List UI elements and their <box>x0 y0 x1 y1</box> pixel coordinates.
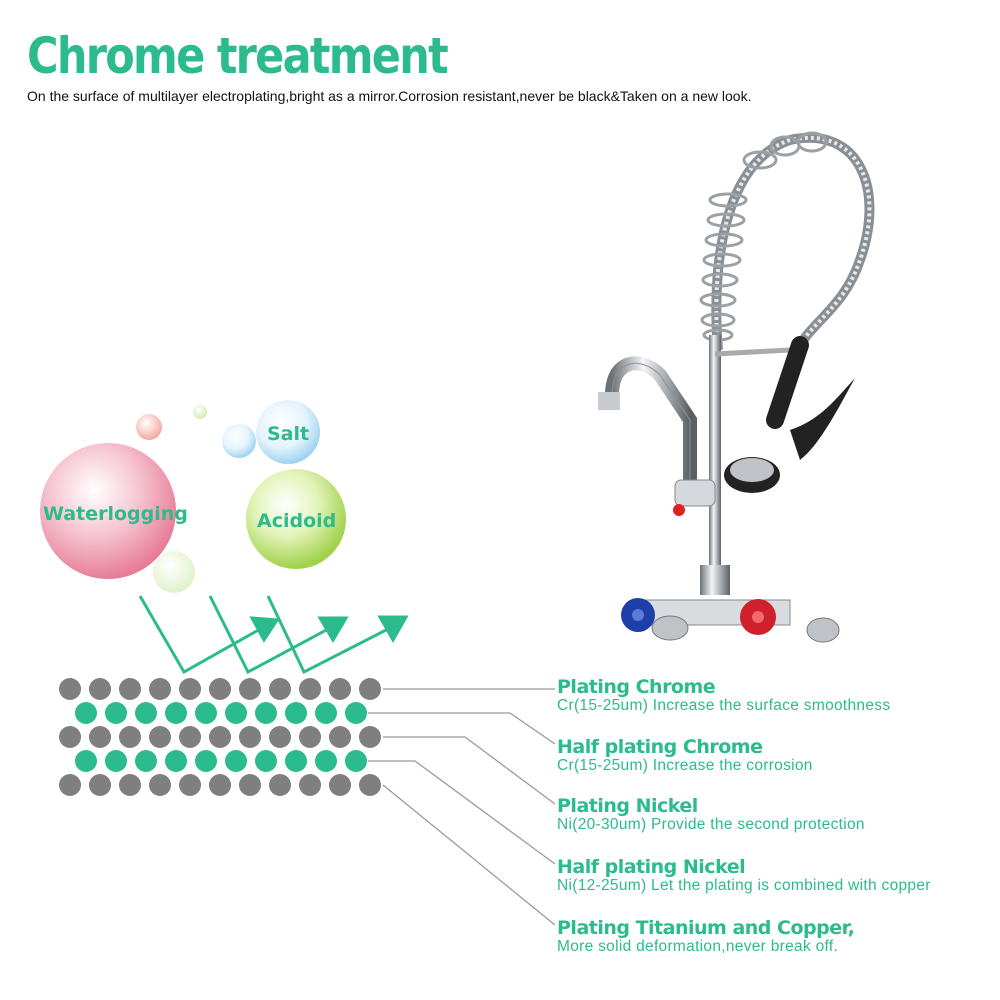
green-dot <box>75 750 97 772</box>
layer-title: Half plating Chrome <box>557 736 763 758</box>
small-bubble <box>136 414 162 440</box>
salt-label: Salt <box>267 423 310 445</box>
green-dot <box>315 750 337 772</box>
page-title: Chrome treatment <box>27 27 449 85</box>
gray-dot <box>209 678 231 700</box>
gray-dot <box>59 726 81 748</box>
layer-half-plating-nickel: Half plating Nickel Ni(12-25um) Let the … <box>557 857 931 895</box>
layer-desc: More solid deformation,never break off. <box>557 938 839 955</box>
green-dot <box>255 702 277 724</box>
gray-dot <box>269 774 291 796</box>
gray-dot <box>329 678 351 700</box>
gray-dot <box>329 774 351 796</box>
gray-dot <box>149 678 171 700</box>
gray-dot <box>149 774 171 796</box>
gray-dot <box>59 774 81 796</box>
green-dot <box>135 750 157 772</box>
small-bubble <box>153 551 195 593</box>
layer-desc: Ni(20-30um) Provide the second protectio… <box>557 816 865 833</box>
faucet-image <box>598 131 875 643</box>
gray-dot <box>239 774 261 796</box>
green-dot <box>345 750 367 772</box>
gray-dot <box>179 678 201 700</box>
green-dot <box>105 750 127 772</box>
layer-title: Plating Chrome <box>557 676 716 698</box>
layer-desc: Ni(12-25um) Let the plating is combined … <box>557 877 931 894</box>
green-dot <box>255 750 277 772</box>
green-dot <box>195 750 217 772</box>
green-dot <box>165 702 187 724</box>
plating-layers-dots <box>59 678 381 796</box>
green-dot <box>225 702 247 724</box>
gray-dot <box>59 678 81 700</box>
gray-dot <box>89 774 111 796</box>
gray-dot <box>299 774 321 796</box>
green-dot <box>225 750 247 772</box>
gray-dot <box>119 678 141 700</box>
salt-bubble <box>256 400 320 464</box>
layer-desc: Cr(15-25um) Increase the corrosion <box>557 757 813 774</box>
acidoid-bubble <box>246 469 346 569</box>
layer-half-plating-chrome: Half plating Chrome Cr(15-25um) Increase… <box>557 737 813 775</box>
green-dot <box>165 750 187 772</box>
gray-dot <box>119 774 141 796</box>
gray-dot <box>209 726 231 748</box>
layer-title: Plating Nickel <box>557 795 698 817</box>
layer-title: Half plating Nickel <box>557 856 746 878</box>
green-dot <box>75 702 97 724</box>
gray-dot <box>239 726 261 748</box>
waterlogging-label: Waterlogging <box>43 503 188 525</box>
gray-dot <box>329 726 351 748</box>
page-subtitle: On the surface of multilayer electroplat… <box>27 88 752 104</box>
small-bubble <box>193 405 207 419</box>
gray-dot <box>89 678 111 700</box>
layer-plating-nickel: Plating Nickel Ni(20-30um) Provide the s… <box>557 796 865 834</box>
gray-dot <box>149 726 171 748</box>
green-dot <box>105 702 127 724</box>
gray-dot <box>89 726 111 748</box>
green-dot <box>345 702 367 724</box>
gray-dot <box>359 678 381 700</box>
gray-dot <box>359 726 381 748</box>
layer-plating-chrome: Plating Chrome Cr(15-25um) Increase the … <box>557 677 890 715</box>
layer-desc: Cr(15-25um) Increase the surface smoothn… <box>557 697 891 714</box>
waterlogging-bubble <box>40 443 176 579</box>
gray-dot <box>359 774 381 796</box>
deflection-arrows <box>138 595 409 675</box>
acidoid-label: Acidoid <box>257 510 337 532</box>
green-dot <box>315 702 337 724</box>
leader-lines <box>368 688 556 926</box>
gray-dot <box>119 726 141 748</box>
gray-dot <box>299 678 321 700</box>
layer-title: Plating Titanium and Copper, <box>557 917 855 939</box>
layer-plating-titanium-copper: Plating Titanium and Copper, More solid … <box>557 917 855 956</box>
gray-dot <box>239 678 261 700</box>
green-dot <box>285 702 307 724</box>
gray-dot <box>209 774 231 796</box>
gray-dot <box>179 726 201 748</box>
small-bubble <box>222 424 256 458</box>
gray-dot <box>269 678 291 700</box>
gray-dot <box>179 774 201 796</box>
green-dot <box>285 750 307 772</box>
gray-dot <box>299 726 321 748</box>
green-dot <box>135 702 157 724</box>
green-dot <box>195 702 217 724</box>
gray-dot <box>269 726 291 748</box>
